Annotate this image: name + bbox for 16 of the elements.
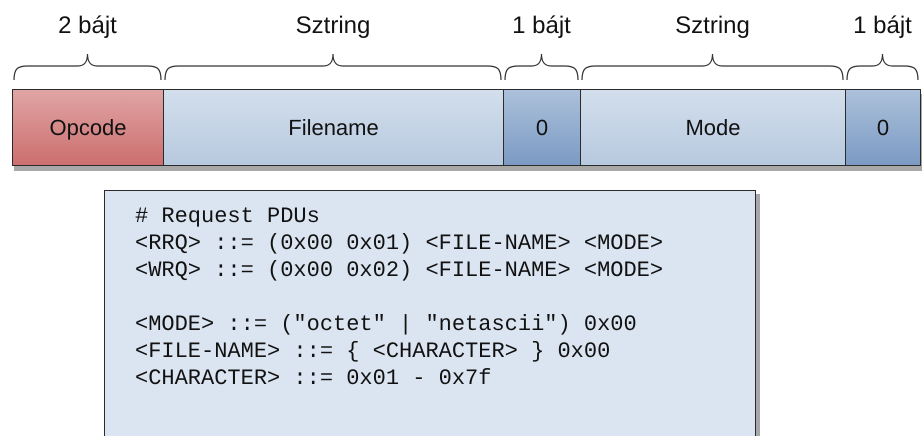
field-label: Filename xyxy=(288,114,379,140)
field-label: Opcode xyxy=(49,114,127,140)
code-line: <WRQ> ::= (0x00 0x02) <FILE-NAME> <MODE> xyxy=(135,257,664,284)
code-line: <MODE> ::= ("octet" | "netascii") 0x00 xyxy=(135,311,638,338)
size-label: 1 bájt xyxy=(853,12,912,40)
field-label: Mode xyxy=(685,114,741,140)
code-line: <CHARACTER> ::= 0x01 - 0x7f xyxy=(135,365,492,392)
field-label: 0 xyxy=(536,114,548,140)
size-label: 2 bájt xyxy=(58,12,117,40)
code-line: <FILE-NAME> ::= { <CHARACTER> } 0x00 xyxy=(135,338,612,365)
code-line: # Request PDUs xyxy=(135,203,321,230)
size-label: Sztring xyxy=(296,12,370,40)
code-line: <RRQ> ::= (0x00 0x01) <FILE-NAME> <MODE> xyxy=(135,230,664,257)
size-label: Sztring xyxy=(675,12,750,40)
size-label: 1 bájt xyxy=(512,12,571,40)
field-label: 0 xyxy=(876,114,890,140)
